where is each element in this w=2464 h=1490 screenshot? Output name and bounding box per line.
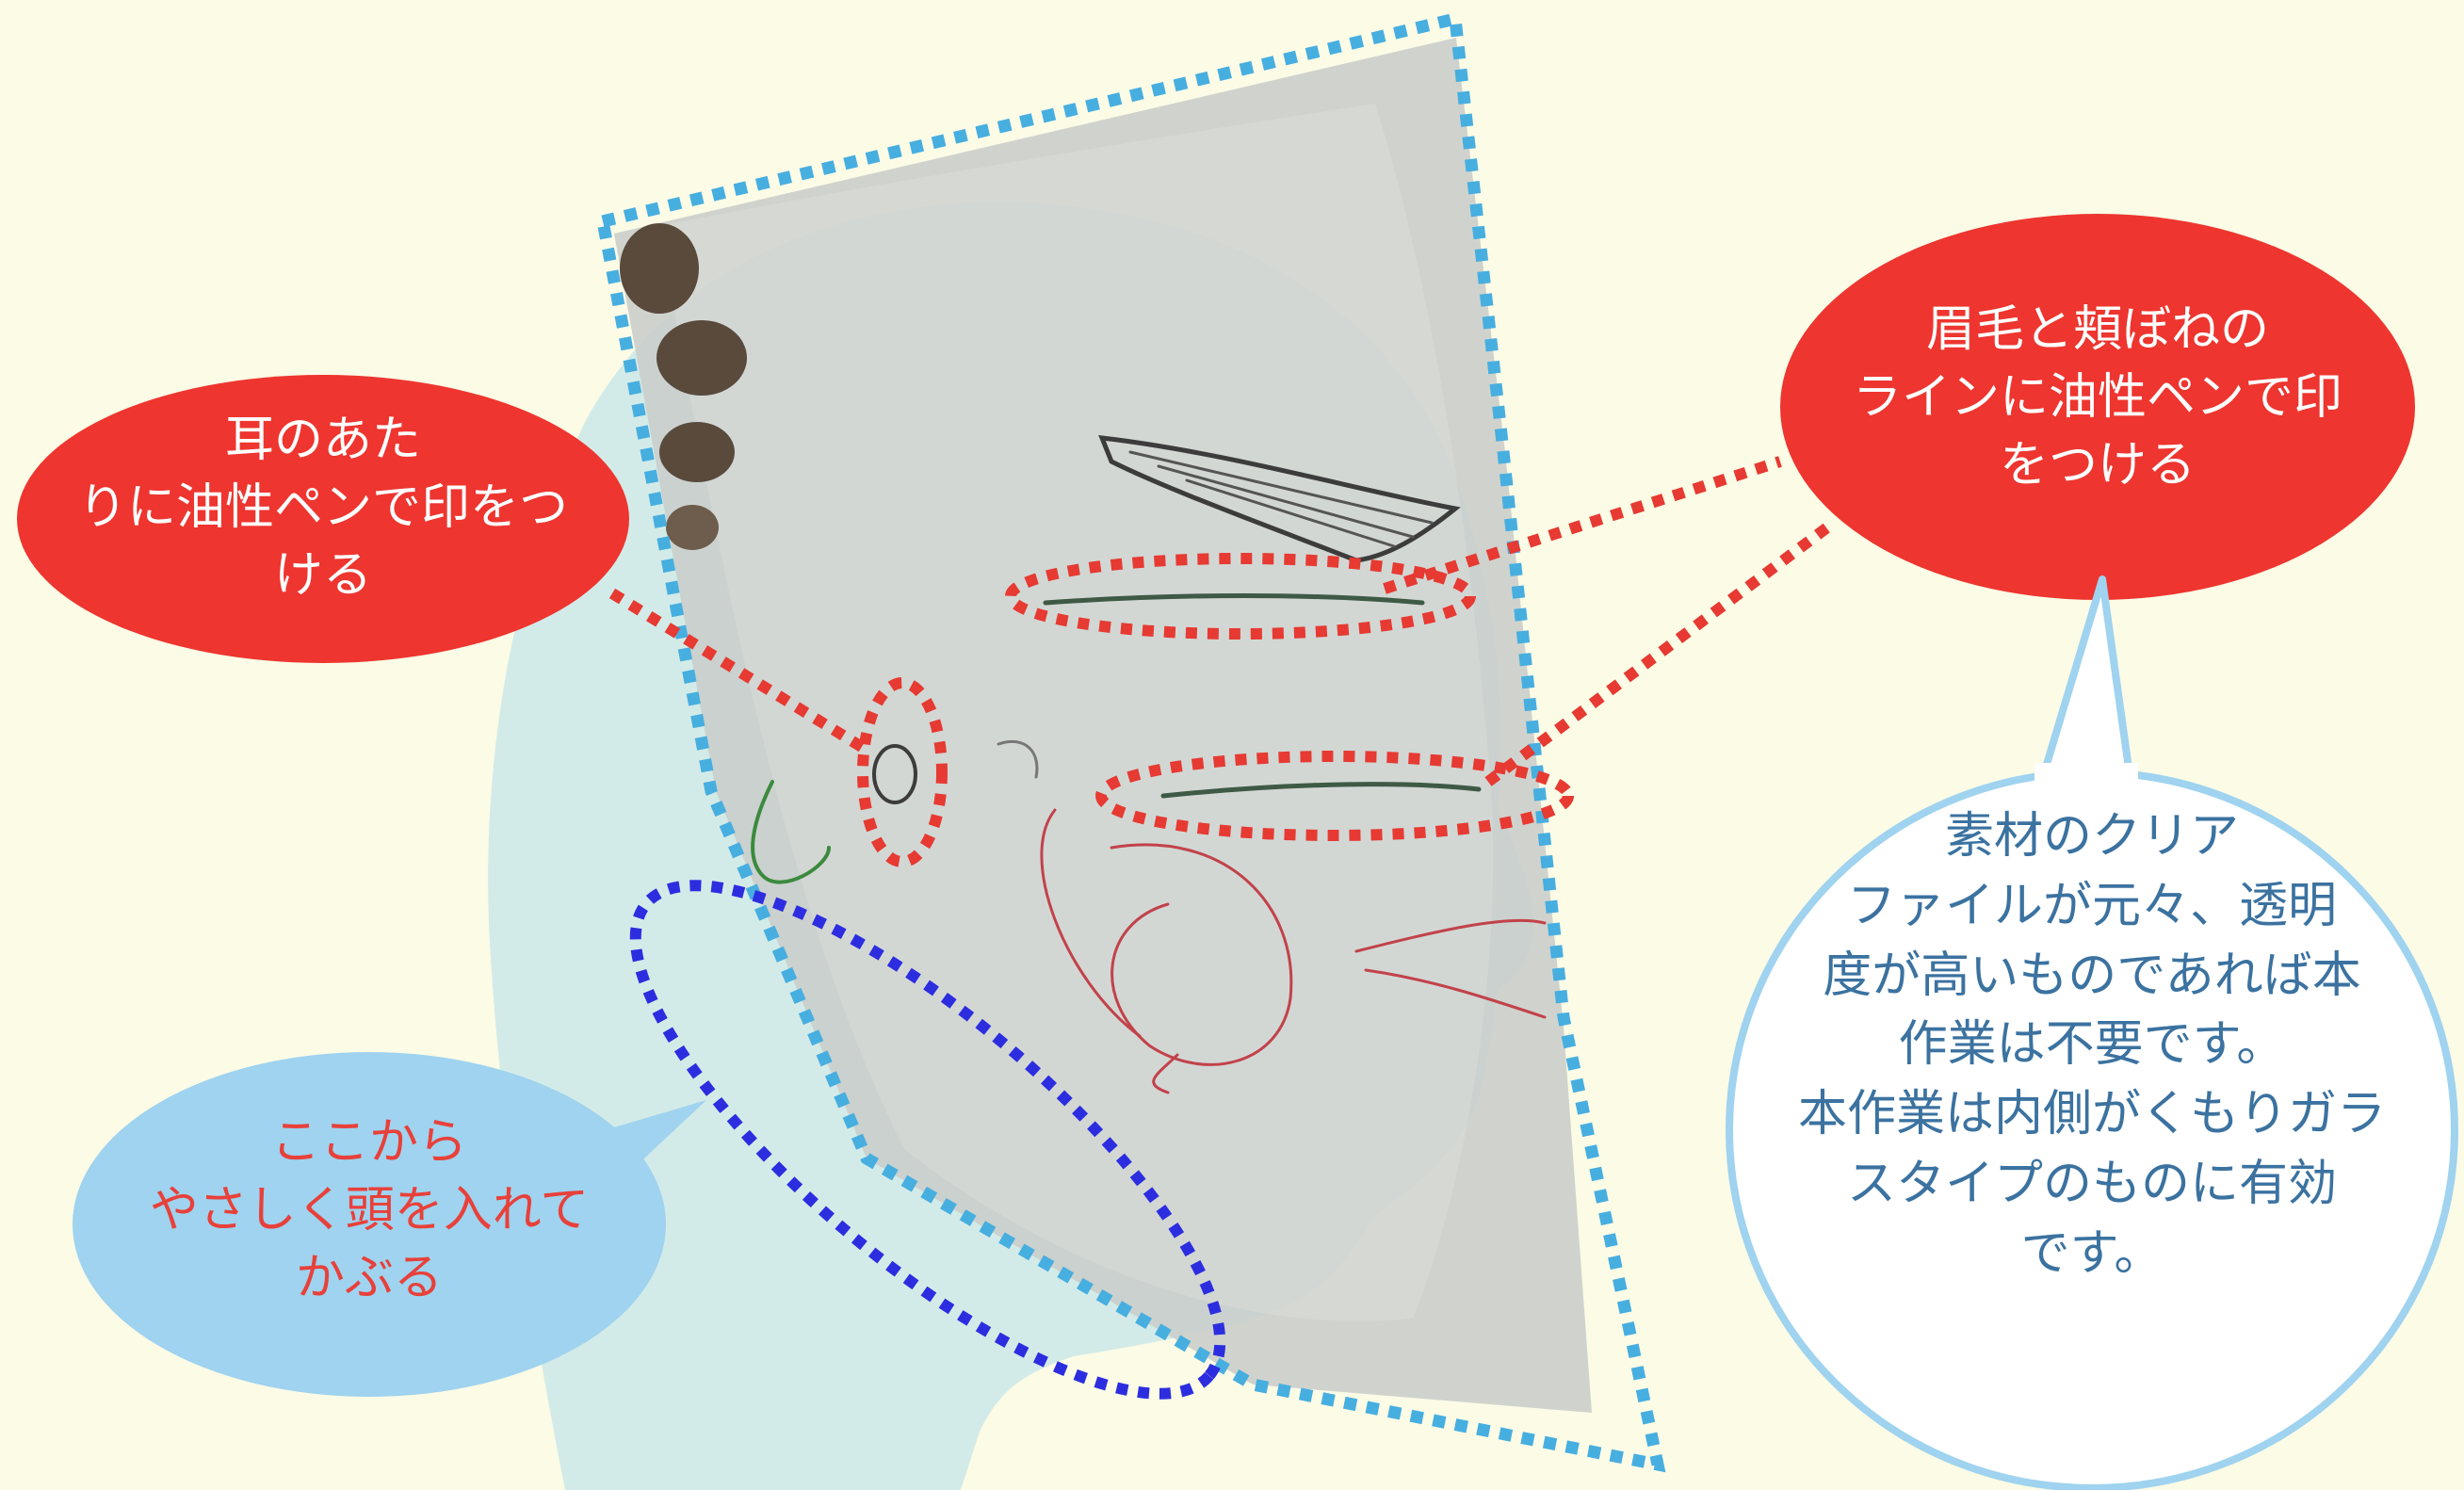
note-callout-line: 度が高いものであれば本 [1823, 947, 2361, 1004]
ear-leader [608, 588, 868, 754]
note-callout-line: です。 [2020, 1224, 2164, 1282]
note-callout-text: 素材のクリア ファイルが元々、透明 度が高いものであれば本 作業は不要です。 本… [1758, 802, 2426, 1289]
put-on-callout-text: ここから やさしく頭を入れて かぶる [87, 1109, 652, 1312]
ear-callout-text: 耳のあた りに油性ペンで印をつ ける [41, 407, 606, 609]
put-on-callout-line: ここから [270, 1114, 467, 1171]
sheet-dotted-border [595, 10, 1666, 1473]
note-callout-line: 作業は不要です。 [1898, 1016, 2286, 1074]
brow-callout-line: ラインに油性ペンで印 [1852, 368, 2342, 426]
ear-callout-line: 耳のあた [224, 412, 421, 468]
note-callout-line: スタイプのものに有効 [1846, 1156, 2337, 1213]
brow-callout-bubble [1780, 214, 2415, 600]
cheek-marker [1095, 751, 1574, 841]
put-on-callout-line: かぶる [295, 1249, 443, 1306]
jaw-marker [629, 880, 1226, 1400]
cheek-leader [1484, 523, 1831, 786]
brow-callout-line: をつける [1999, 436, 2196, 494]
ear-callout-bubble [17, 375, 629, 663]
brow-callout-text: 眉毛と頬ぼねの ラインに油性ペンで印 をつける [1796, 297, 2399, 499]
ear-callout-line: ける [273, 546, 372, 604]
note-callout-bubble [1726, 575, 2458, 1490]
red-markers [608, 456, 1831, 867]
note-callout-line: ファイルが元々、透明 [1846, 877, 2337, 934]
pen-marks [751, 435, 1547, 1094]
note-callout-line: 本作業は内側がくもりガラ [1797, 1086, 2386, 1143]
put-on-callout-bubble [73, 1052, 706, 1397]
note-callout-line: 素材のクリア [1944, 808, 2239, 865]
brow-leader [1383, 456, 1782, 594]
put-on-callout-line: やさしく頭を入れて [149, 1181, 590, 1239]
brow-callout-line: 眉毛と頬ぼねの [1925, 301, 2269, 358]
ear-callout-line: りに油性ペンで印をつ [77, 478, 568, 536]
ear-marker [857, 677, 948, 867]
brow-marker [1005, 553, 1476, 640]
hand-fingers [620, 223, 747, 550]
